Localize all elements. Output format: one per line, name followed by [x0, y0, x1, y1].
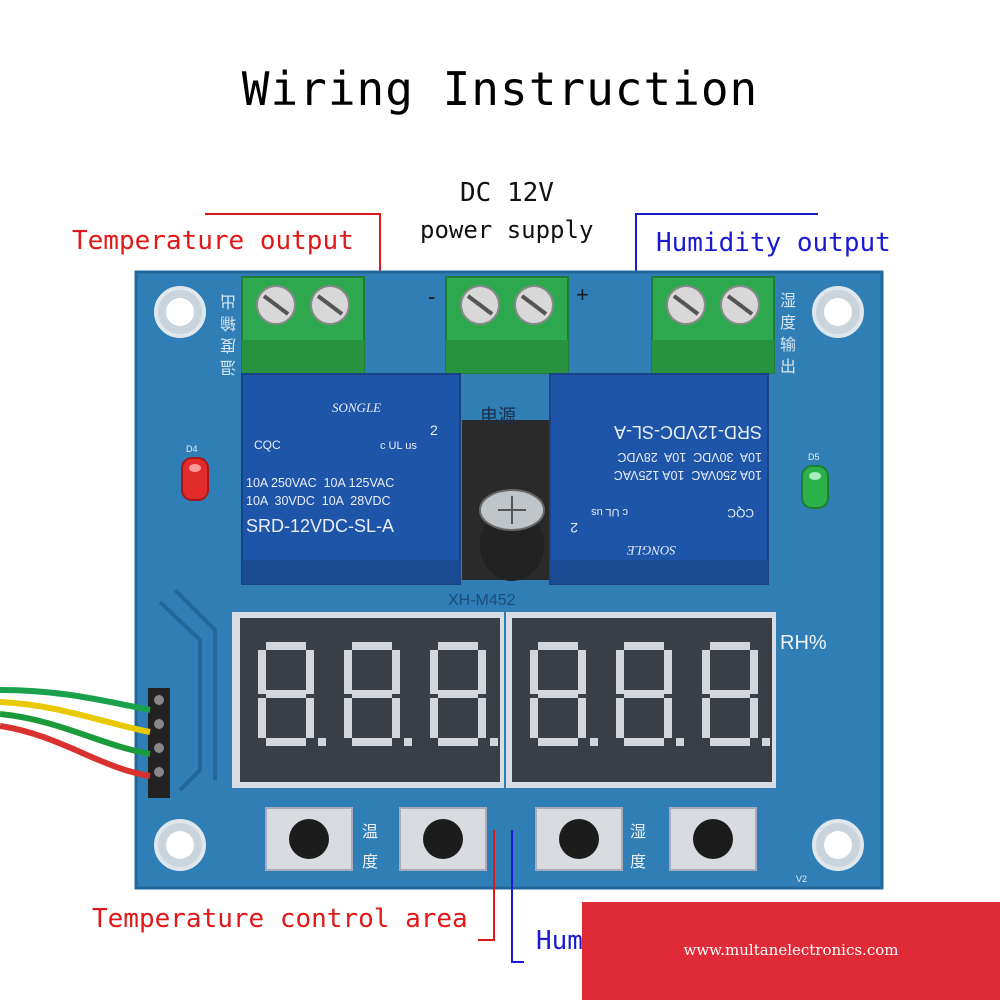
- digit-6: [702, 642, 770, 746]
- led-label-d5: D5: [808, 452, 820, 462]
- callout-line-hum-output: [635, 213, 818, 272]
- watermark-text: www.multanelectronics.com: [683, 941, 899, 959]
- led-label-d4: D4: [186, 444, 198, 454]
- relay-right: [549, 373, 769, 585]
- relay-model: SRD-12VDC-SL-A: [613, 422, 762, 442]
- display-humidity: [506, 612, 776, 788]
- relay-left: [241, 373, 461, 585]
- hum-button-label-2: 度: [630, 852, 647, 871]
- digit-4: [530, 642, 598, 746]
- terminal-temp-output: [241, 276, 365, 374]
- hum-button-label-1: 湿: [630, 822, 647, 841]
- callout-line-temp-control: [478, 830, 495, 941]
- wires: [0, 687, 151, 779]
- relay-rating-1: 10A 250VAC 10A 125VAC: [613, 468, 762, 482]
- power-label-line2: power supply: [420, 216, 594, 244]
- digit-2: [344, 642, 412, 746]
- temp-button-label-1: 温: [362, 822, 379, 841]
- pcb-minus: -: [428, 284, 436, 309]
- digit-1: [258, 642, 326, 746]
- relay-ul: c UL us: [380, 440, 417, 452]
- pcb-version: V2: [796, 874, 808, 884]
- mounting-holes: [154, 286, 864, 871]
- seven-segment-digits: [258, 642, 770, 746]
- relay-brand: SONGLE: [626, 543, 676, 558]
- button-temp-1: [265, 807, 353, 871]
- relay-right-text: SONGLE CQC 2 c UL us 10A 250VAC 10A 125V…: [550, 374, 768, 584]
- terminal-hum-output: [651, 276, 775, 374]
- relay-cert: CQC: [727, 506, 754, 520]
- watermark-banner: www.multanelectronics.com: [582, 902, 1000, 1000]
- temp-button-label-2: 度: [362, 852, 379, 871]
- button-hum-1: [535, 807, 623, 871]
- terminal-power: [445, 276, 569, 374]
- callout-line-hum-control: [511, 830, 524, 963]
- temp-output-label: Temperature output: [72, 226, 354, 256]
- button-temp-2: [399, 807, 487, 871]
- relay-ul: c UL us: [591, 506, 628, 518]
- digit-3: [430, 642, 498, 746]
- pcb-rh-unit: RH%: [780, 632, 827, 654]
- display-temperature: [232, 612, 504, 788]
- pcb-temp-out-cn: 温度输出: [219, 292, 236, 377]
- led-red: [181, 457, 209, 501]
- pcb-plus: +: [576, 282, 589, 307]
- button-hum-2: [669, 807, 757, 871]
- page-title: Wiring Instruction: [241, 62, 759, 116]
- relay-model: SRD-12VDC-SL-A: [246, 516, 395, 536]
- relay-brand: SONGLE: [332, 400, 382, 415]
- humidity-output-label: Humidity output: [656, 228, 891, 258]
- led-green: [801, 465, 829, 509]
- humidity-control-label: Hum: [536, 926, 583, 956]
- temp-control-label: Temperature control area: [92, 904, 468, 934]
- header-pins: [148, 688, 170, 798]
- buttons: [265, 807, 757, 871]
- relay-rating-1: 10A 250VAC 10A 125VAC: [246, 476, 395, 490]
- callout-line-temp-output: [205, 213, 381, 272]
- pcb-model: XH-M452: [448, 592, 516, 609]
- relay-rating-2: 10A 30VDC 10A 28VDC: [617, 450, 762, 464]
- relay-rating-2: 10A 30VDC 10A 28VDC: [246, 494, 391, 508]
- relay-cert: CQC: [254, 438, 281, 452]
- pcb-power-cn: 电源: [480, 406, 516, 427]
- pcb-hum-out-cn: 湿度输出: [780, 291, 797, 376]
- relay-ul-num: 2: [430, 422, 438, 438]
- power-label-line1: DC 12V: [460, 178, 554, 208]
- digit-5: [616, 642, 684, 746]
- relay-left-text: SONGLE CQC 2 c UL us 10A 250VAC 10A 125V…: [240, 380, 458, 560]
- relay-ul-num: 2: [570, 520, 578, 536]
- capacitor: [479, 489, 545, 581]
